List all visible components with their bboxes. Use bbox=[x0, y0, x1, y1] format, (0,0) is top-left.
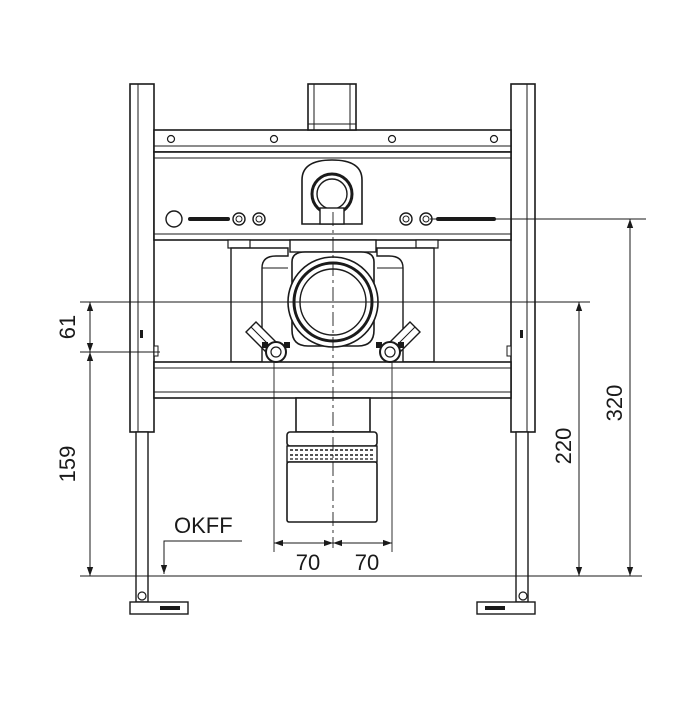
dim-220-text: 220 bbox=[551, 428, 576, 465]
dimension-lines bbox=[80, 218, 646, 577]
outlet-pipe bbox=[286, 397, 378, 523]
okff-leader bbox=[160, 540, 242, 574]
bottom-rail bbox=[153, 361, 512, 399]
left-bracket bbox=[230, 247, 289, 363]
right-bracket bbox=[376, 247, 435, 363]
dim-70-right-text: 70 bbox=[355, 550, 379, 575]
mounting-plate bbox=[153, 151, 512, 241]
dim-70-left-text: 70 bbox=[296, 550, 320, 575]
top-rail bbox=[153, 129, 512, 153]
dim-61-text: 61 bbox=[55, 315, 80, 339]
left-upright bbox=[129, 83, 159, 603]
right-foot bbox=[476, 591, 536, 615]
right-upright bbox=[506, 83, 536, 603]
right-stud-bolt bbox=[376, 321, 421, 363]
okff-label: OKFF bbox=[174, 513, 233, 538]
left-stud-bolt bbox=[245, 321, 290, 363]
tank-connector bbox=[307, 83, 357, 131]
dim-320-text: 320 bbox=[602, 385, 627, 422]
left-foot bbox=[129, 591, 189, 615]
dim-159-text: 159 bbox=[55, 446, 80, 483]
